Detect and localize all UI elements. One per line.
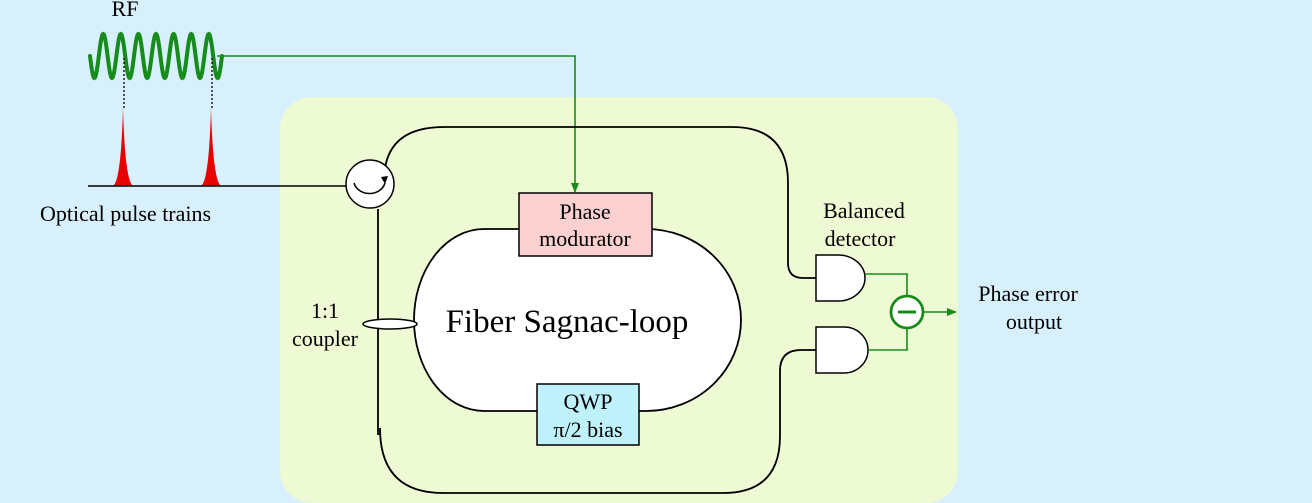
qwp-label: QWP xyxy=(564,389,613,414)
fiber-sagnac-loop xyxy=(413,228,742,412)
optical-circulator xyxy=(345,159,395,209)
coupler-label-ratio: 1:1 xyxy=(311,298,339,323)
coupler-1-1 xyxy=(362,318,418,330)
photodiode-top xyxy=(815,254,866,302)
rf-label: RF xyxy=(112,0,139,21)
circulator-arrow-icon xyxy=(353,182,386,195)
detector-output-bottom xyxy=(868,329,908,351)
phase-modulator xyxy=(518,192,653,257)
balanced-detector-label-1: Balanced xyxy=(823,198,905,223)
phase-error-label-1: Phase error xyxy=(978,281,1078,306)
rf-sine-wave xyxy=(88,31,224,81)
optical-pulse-trains-label: Optical pulse trains xyxy=(40,201,211,226)
balanced-detector-label-2: detector xyxy=(825,226,897,251)
detector-output-top xyxy=(865,273,908,296)
optical-pulse-1 xyxy=(113,108,133,186)
circulator-arrowhead xyxy=(381,176,388,184)
qwp-bias-label: π/2 bias xyxy=(553,417,622,442)
phase-error-label-2: output xyxy=(1006,309,1062,334)
phase-modulator-label-1: Phase xyxy=(559,199,610,224)
optical-pulse-2 xyxy=(201,108,221,186)
qwp-bias xyxy=(536,383,640,446)
phase-modulator-label-2: modurator xyxy=(539,226,631,251)
photodiode-bottom xyxy=(815,326,869,374)
rf-feed-line xyxy=(217,55,579,193)
coupler-label-text: coupler xyxy=(292,326,359,351)
fiber-loop-label: Fiber Sagnac-loop xyxy=(446,304,689,340)
